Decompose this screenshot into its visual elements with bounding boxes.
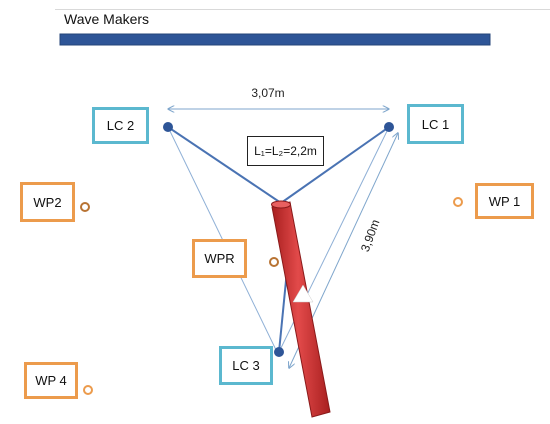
node-lc1 (384, 122, 394, 132)
load-cell-lc3: LC 3 (219, 346, 273, 385)
dimension-label-side: 3,90m (358, 218, 383, 254)
probe-marker-wp1 (453, 197, 463, 207)
wave-probe-wp1: WP 1 (475, 183, 534, 219)
mooring-line-lc1 (280, 126, 390, 204)
probe-marker-wpr (269, 257, 279, 267)
load-cell-lc2: LC 2 (92, 107, 149, 144)
wave-maker-bar (59, 33, 491, 46)
diagram-title: Wave Makers (64, 11, 150, 27)
dimension-label-top: 3,07m (251, 86, 284, 100)
wave-probe-wp2: WP2 (20, 182, 75, 222)
line-length-label: L₁=L₂=2,2m (247, 136, 324, 166)
wave-probe-wp4: WP 4 (24, 362, 78, 399)
load-cell-lc1: LC 1 (407, 104, 464, 144)
probe-marker-wp2 (80, 202, 90, 212)
direction-triangle-icon (292, 284, 314, 303)
top-rule (55, 9, 550, 10)
node-lc3 (274, 347, 284, 357)
wave-probe-wpr: WPR (192, 239, 247, 278)
floating-structure (271, 200, 331, 418)
mooring-line-lc2 (167, 126, 282, 204)
probe-marker-wp4 (83, 385, 93, 395)
node-lc2 (163, 122, 173, 132)
